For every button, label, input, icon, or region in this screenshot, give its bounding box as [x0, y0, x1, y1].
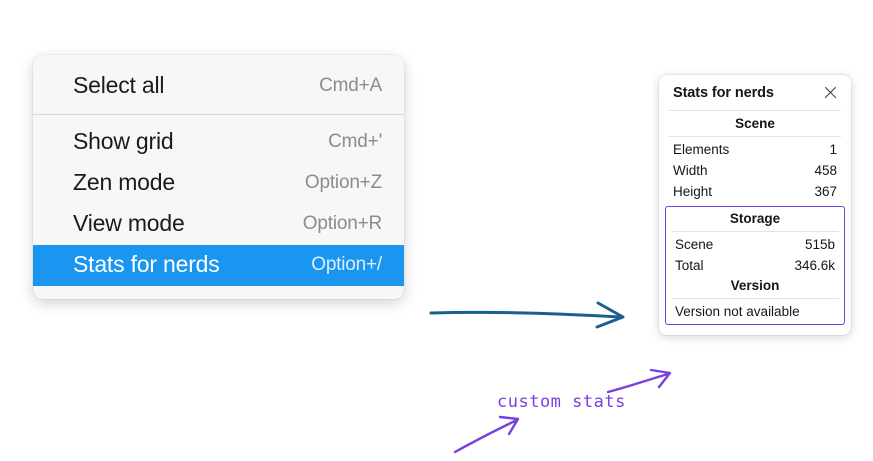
stat-row-width: Width 458 [659, 160, 851, 181]
stat-label: Elements [673, 142, 730, 157]
divider [671, 231, 839, 232]
menu-item-shortcut: Cmd+' [328, 130, 382, 152]
stats-panel-header: Stats for nerds [659, 84, 851, 109]
menu-item-label: Zen mode [73, 169, 175, 195]
blue-arrow [429, 301, 625, 329]
menu-group-1: Select all Cmd+A [33, 63, 404, 110]
stat-row-storage-total: Total 346.6k [666, 255, 844, 276]
menu-item-view-mode[interactable]: View mode Option+R [33, 204, 404, 245]
menu-item-shortcut: Cmd+A [319, 74, 382, 96]
purple-arrow-lower [453, 415, 520, 454]
menu-group-2: Show grid Cmd+' Zen mode Option+Z View m… [33, 119, 404, 289]
stat-row-storage-scene: Scene 515b [666, 234, 844, 255]
section-heading-scene: Scene [735, 116, 775, 131]
close-icon[interactable] [822, 84, 839, 101]
stat-label: Width [673, 163, 708, 178]
stat-value: 1 [829, 142, 837, 157]
menu-item-shortcut: Option+/ [311, 253, 382, 275]
menu-item-select-all[interactable]: Select all Cmd+A [33, 66, 404, 107]
stat-label: Total [675, 258, 704, 273]
stats-panel: Stats for nerds Scene Elements 1 Width 4… [659, 75, 851, 335]
stats-panel-title: Stats for nerds [673, 84, 774, 101]
menu-separator [33, 114, 404, 115]
menu-item-show-grid[interactable]: Show grid Cmd+' [33, 122, 404, 163]
menu-item-label: Show grid [73, 128, 174, 154]
menu-item-shortcut: Option+R [302, 212, 382, 234]
stat-label: Scene [675, 237, 714, 252]
divider [669, 136, 841, 137]
section-heading-storage: Storage [729, 211, 781, 226]
annotation-custom-stats-label: custom stats [497, 392, 626, 412]
section-heading-version: Version [730, 278, 780, 293]
stat-label: Height [673, 184, 713, 199]
stat-row-height: Height 367 [659, 181, 851, 202]
menu-item-label: Select all [73, 72, 165, 98]
stat-value: 367 [814, 184, 837, 199]
stat-value: 458 [814, 163, 837, 178]
menu-item-zen-mode[interactable]: Zen mode Option+Z [33, 163, 404, 204]
context-menu[interactable]: Select all Cmd+A Show grid Cmd+' Zen mod… [33, 55, 404, 299]
menu-item-label: View mode [73, 210, 185, 236]
menu-item-shortcut: Option+Z [304, 171, 382, 193]
purple-arrow-upper [606, 368, 672, 394]
stat-value: 515b [804, 237, 835, 252]
divider [669, 110, 841, 111]
menu-item-stats-for-nerds[interactable]: Stats for nerds Option+/ [33, 245, 404, 286]
stat-value: 346.6k [794, 258, 835, 273]
stat-row-elements: Elements 1 [659, 139, 851, 160]
menu-item-label: Stats for nerds [73, 251, 220, 277]
divider [671, 298, 839, 299]
version-text: Version not available [675, 304, 800, 319]
custom-stats-highlight: Storage Scene 515b Total 346.6k Version … [665, 206, 845, 325]
